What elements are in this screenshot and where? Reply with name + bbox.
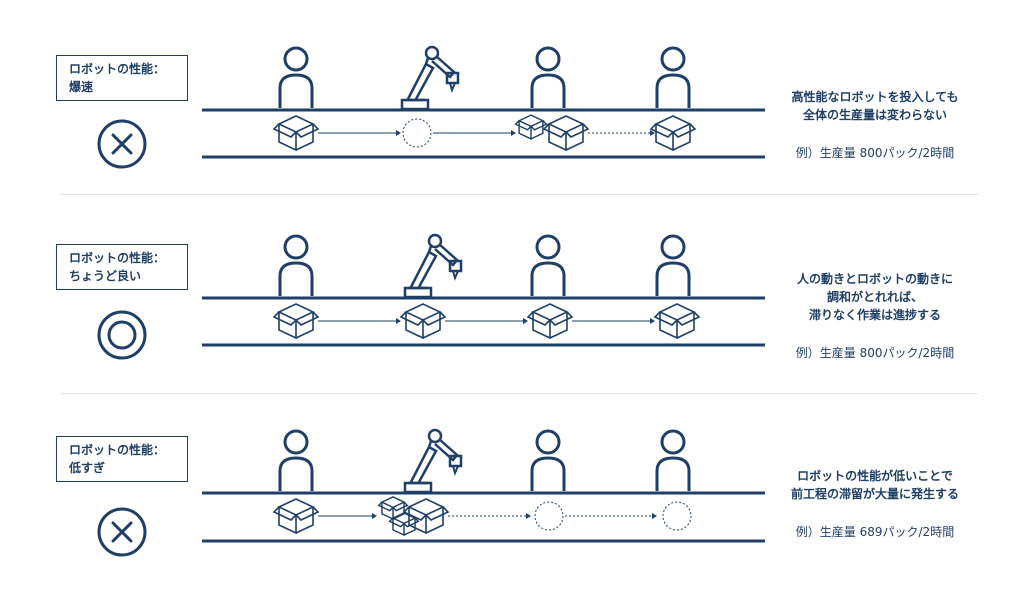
- desc-line: 調和がとれれば、: [826, 290, 923, 304]
- box-icon: [388, 512, 420, 537]
- desc-line: 高性能なロボットを投入しても: [791, 90, 959, 104]
- box-icon: [399, 303, 447, 340]
- box-icon: [649, 115, 697, 152]
- cross-circle-icon: [97, 507, 147, 557]
- worker-icon: [278, 46, 314, 108]
- worker-icon: [655, 46, 691, 108]
- desc-line: 全体の生産量は変わらない: [802, 108, 947, 122]
- robot-performance-label: ロボットの性能： 低すぎ: [56, 436, 188, 482]
- box-icon: [272, 498, 320, 535]
- worker-icon: [278, 429, 314, 491]
- robot-arm-icon: [403, 233, 463, 299]
- desc-line: 人の動きとロボットの動きに: [796, 272, 953, 286]
- robot-performance-label: ロボットの性能： 爆速: [56, 55, 188, 101]
- box-icon: [653, 303, 701, 340]
- label-line2: ちょうど良い: [69, 269, 142, 283]
- cross-circle-icon: [97, 119, 147, 169]
- worker-icon: [530, 46, 566, 108]
- label-line1: ロボットの性能：: [69, 62, 166, 76]
- production-line-scene: [202, 233, 765, 347]
- production-line-scene: [202, 45, 765, 159]
- production-example: 例）生産量 800パック/2時間: [795, 146, 955, 160]
- worker-icon: [530, 429, 566, 491]
- box-icon: [272, 115, 320, 152]
- worker-icon: [655, 429, 691, 491]
- box-icon: [526, 303, 574, 340]
- label-line2: 低すぎ: [69, 461, 106, 475]
- box-icon: [402, 498, 450, 535]
- divider: [60, 194, 978, 195]
- double-circle-icon: [97, 310, 147, 360]
- box-icon: [377, 496, 409, 521]
- production-line-scene: [202, 428, 765, 543]
- row-description: 高性能なロボットを投入しても 全体の生産量は変わらない: [770, 88, 980, 124]
- row-description: ロボットの性能が低いことで 前工程の滞留が大量に発生する: [770, 467, 980, 503]
- robot-arm-icon: [400, 45, 460, 111]
- desc-line: 滞りなく作業は進捗する: [808, 308, 941, 322]
- production-example: 例）生産量 800パック/2時間: [795, 346, 955, 360]
- box-icon: [542, 115, 590, 152]
- worker-icon: [530, 234, 566, 296]
- robot-performance-label: ロボットの性能： ちょうど良い: [56, 244, 188, 290]
- label-line1: ロボットの性能：: [69, 251, 166, 265]
- divider: [60, 393, 978, 394]
- worker-icon: [278, 234, 314, 296]
- production-example: 例）生産量 689パック/2時間: [795, 525, 955, 539]
- desc-line: 前工程の滞留が大量に発生する: [790, 487, 959, 501]
- box-icon: [514, 114, 548, 141]
- label-line2: 爆速: [69, 80, 94, 94]
- robot-arm-icon: [403, 428, 463, 494]
- row-description: 人の動きとロボットの動きに 調和がとれれば、 滞りなく作業は進捗する: [770, 270, 980, 324]
- desc-line: ロボットの性能が低いことで: [797, 469, 953, 483]
- box-icon: [272, 303, 320, 340]
- label-line1: ロボットの性能：: [69, 443, 166, 457]
- worker-icon: [655, 234, 691, 296]
